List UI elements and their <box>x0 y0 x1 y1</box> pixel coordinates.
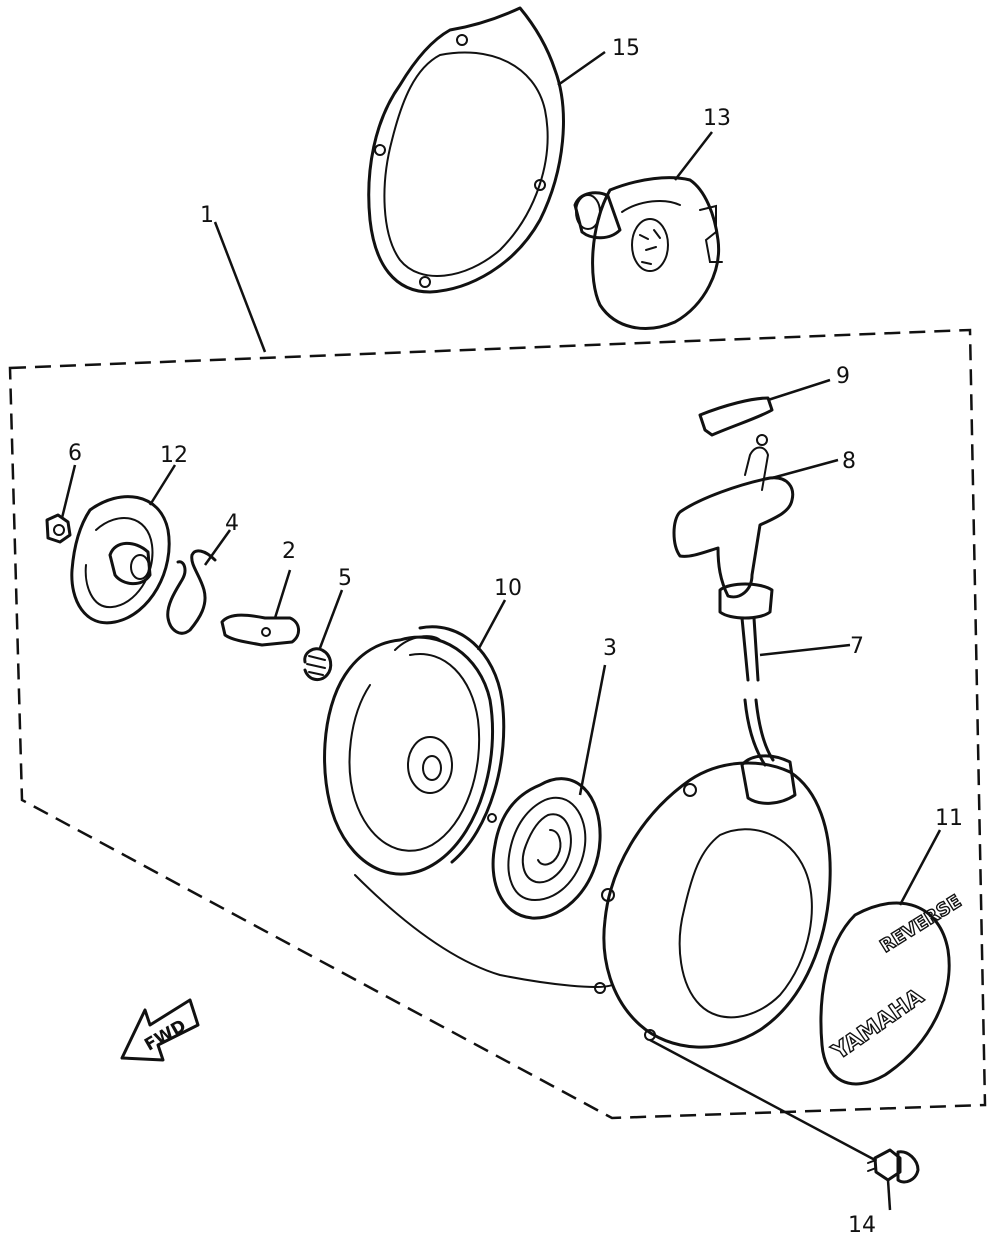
callout-10: 10 <box>494 576 522 601</box>
starter-case <box>594 754 832 1049</box>
part-4-spring-clip <box>166 549 217 635</box>
callout-3: 3 <box>603 636 617 661</box>
callout-7: 7 <box>850 634 864 659</box>
part-11-emblem-plate: REVERSE YAMAHA <box>819 890 966 1086</box>
callout-12: 12 <box>160 443 188 468</box>
part-10-sheave-drum <box>323 625 506 876</box>
part-3-recoil-spring <box>487 777 602 920</box>
callout-13: 13 <box>703 106 731 131</box>
part-8-starter-handle <box>672 434 795 620</box>
part-5-spring <box>303 647 333 682</box>
callout-5: 5 <box>338 566 352 591</box>
callout-14: 14 <box>848 1213 876 1236</box>
part-14-bolt <box>867 1148 920 1184</box>
callout-4: 4 <box>225 511 239 536</box>
part-12-drive-plate <box>70 495 171 625</box>
callout-11: 11 <box>935 806 963 831</box>
fwd-direction-arrow: FWD <box>120 998 200 1062</box>
part-15-gasket <box>367 6 565 294</box>
assembly-1-boundary <box>8 328 987 1120</box>
callout-15: 15 <box>612 36 640 61</box>
emblem-bottom-text: YAMAHA <box>827 984 928 1065</box>
callout-1: 1 <box>200 203 214 228</box>
callout-6: 6 <box>68 441 82 466</box>
part-9-handle-insert <box>698 396 774 437</box>
callout-9: 9 <box>836 364 850 389</box>
callout-8: 8 <box>842 449 856 474</box>
leader-lines <box>60 50 942 1211</box>
part-6-nut <box>45 513 72 544</box>
emblem-top-text: REVERSE <box>877 891 966 957</box>
part-7-rope <box>354 616 775 988</box>
callout-2: 2 <box>282 539 296 564</box>
part-2-pawl <box>220 613 300 647</box>
callout-labels: 1 2 3 4 5 6 7 8 9 10 11 12 13 14 15 <box>68 36 963 1236</box>
part-13-pulley-cup <box>573 176 723 330</box>
